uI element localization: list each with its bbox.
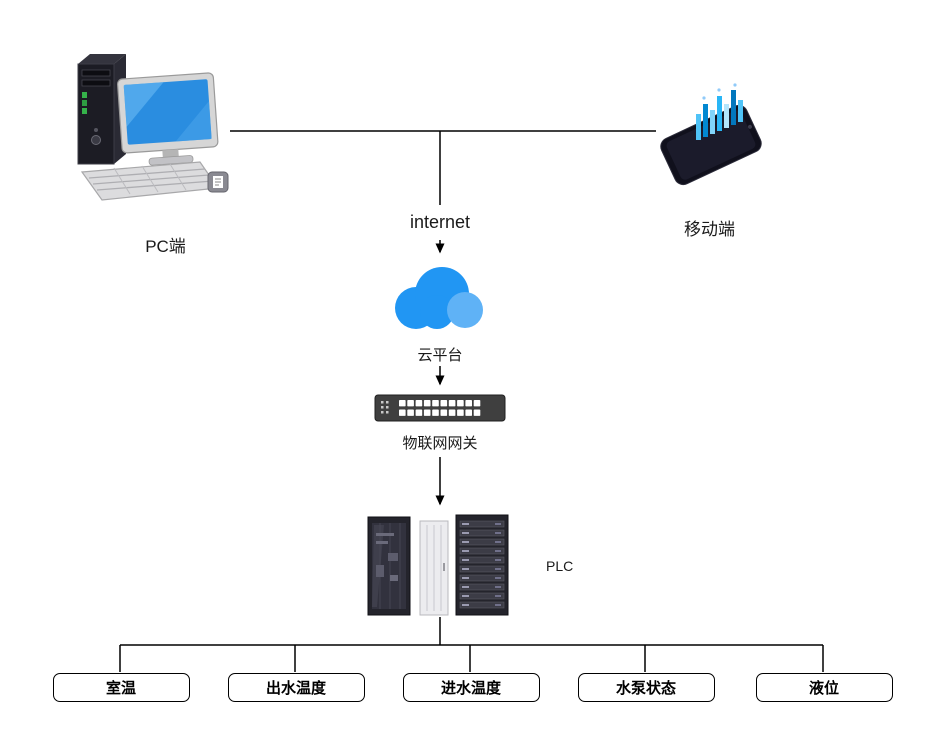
sensor-box-outlet-temp: 出水温度 <box>227 673 365 702</box>
sensor-box-liquid-level: 液位 <box>755 673 893 702</box>
sensor-box-inlet-temp: 进水温度 <box>402 673 540 702</box>
sensor-box-room-temp: 室温 <box>52 673 190 702</box>
desktop-computer-icon <box>62 42 242 222</box>
server-rack-icon <box>366 513 514 619</box>
pc-label: PC端 <box>145 237 186 256</box>
internet-label: internet <box>409 212 471 232</box>
mobile-device-icon <box>646 78 776 190</box>
gateway-label: 物联网网关 <box>402 435 478 452</box>
sensor-box-pump-status: 水泵状态 <box>577 673 715 702</box>
mobile-label: 移动端 <box>684 220 735 239</box>
plc-label: PLC <box>546 558 574 574</box>
network-switch-icon <box>374 392 506 424</box>
cloud-icon <box>382 256 497 338</box>
cloud-label: 云平台 <box>417 347 463 364</box>
